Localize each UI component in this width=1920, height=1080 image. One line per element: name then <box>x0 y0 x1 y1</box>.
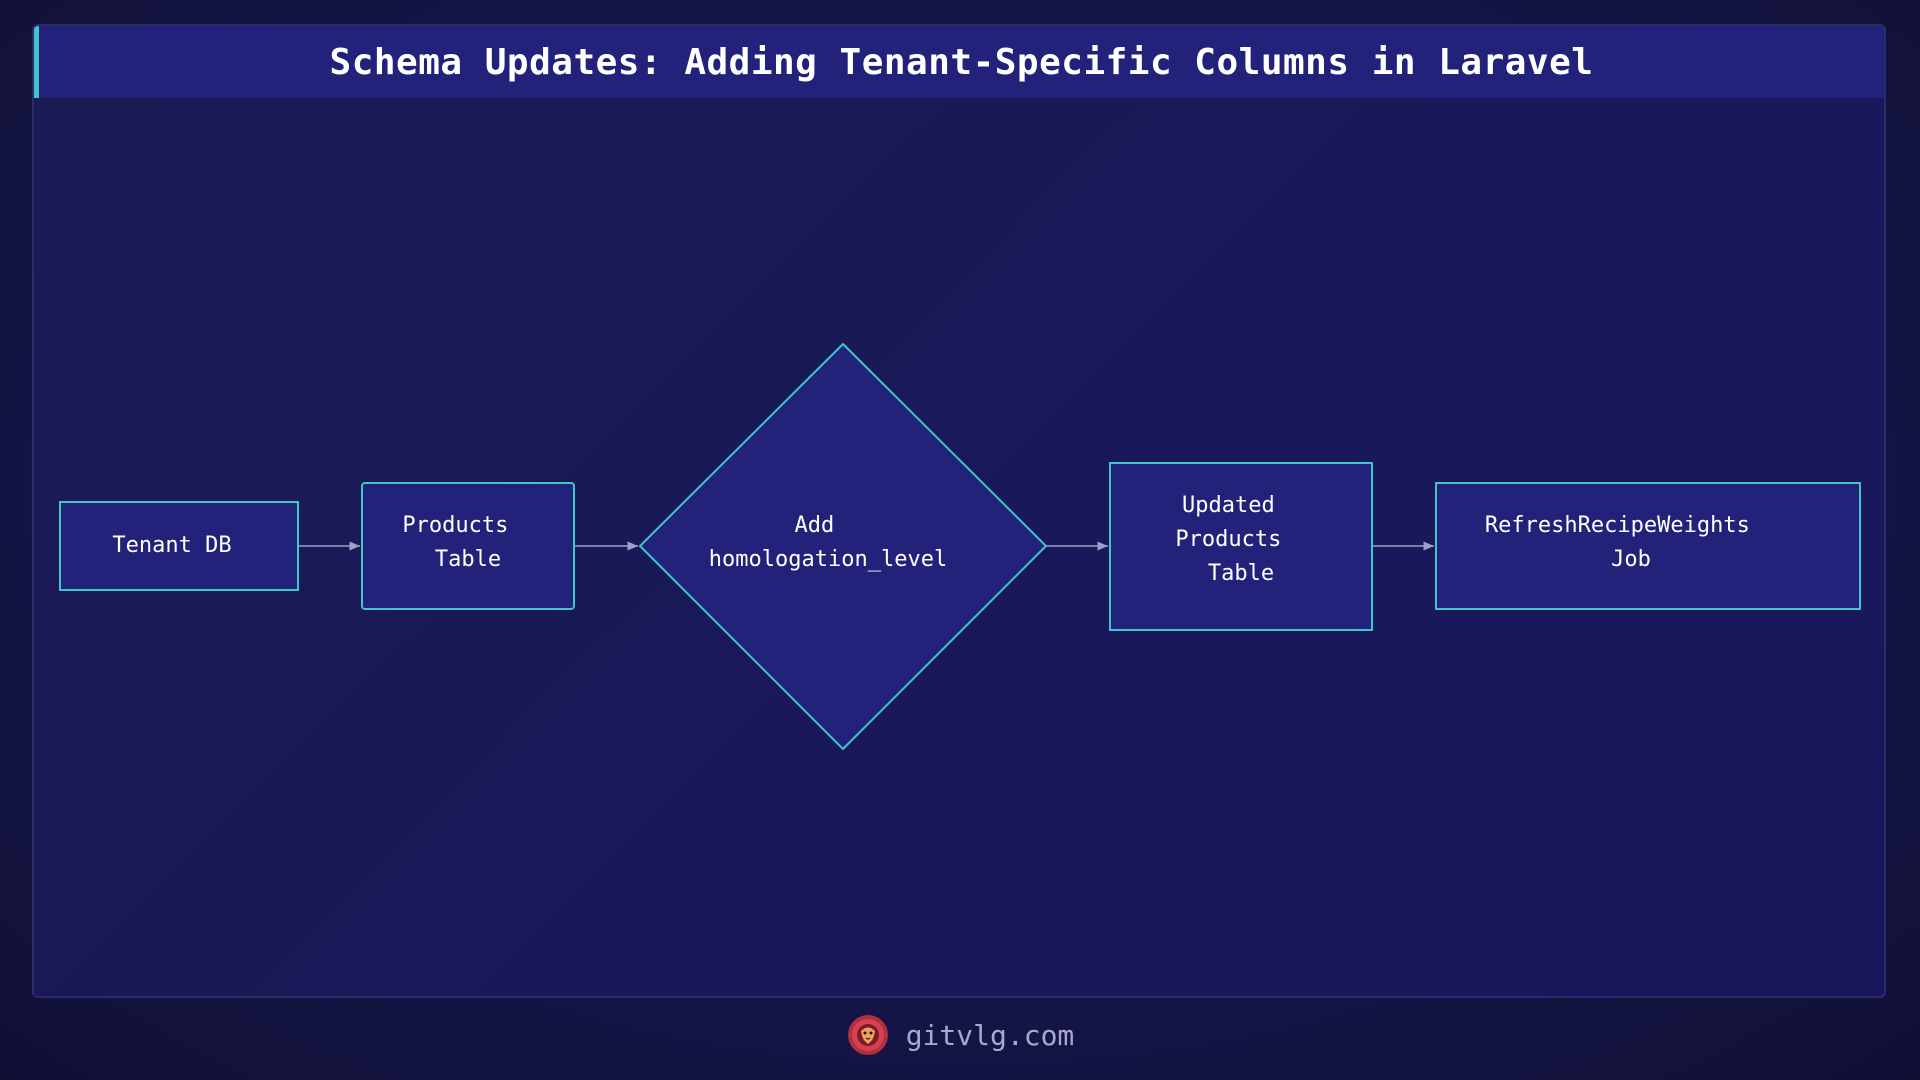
node-updated-products-table-line-3: Table <box>1208 561 1274 586</box>
node-refresh-recipe-weights-job: RefreshRecipeWeights Job <box>1435 482 1861 610</box>
svg-text:Updated Products: Updated Products Table <box>1175 493 1294 586</box>
node-updated-products-table-line-1: Updated <box>1182 493 1275 518</box>
node-updated-products-table-line-2: Products <box>1175 527 1281 552</box>
node-refresh-job-line-2: Job <box>1611 547 1651 572</box>
node-products-table-line-1: Products <box>402 513 508 538</box>
node-add-homologation-level: Add homologation_level <box>638 342 1048 751</box>
svg-text:Tenant DB: Tenant DB <box>112 533 231 558</box>
svg-text:Products Table: Products Table <box>402 513 521 572</box>
page-title: Schema Updates: Adding Tenant-Specific C… <box>329 41 1594 83</box>
svg-text:Add homologation_level: Add homologation_level <box>709 513 947 572</box>
node-add-column-line-2: homologation_level <box>709 547 947 572</box>
svg-text:RefreshRecipeWeights J: RefreshRecipeWeights Job <box>1485 513 1763 572</box>
node-tenant-db: Tenant DB <box>59 501 299 591</box>
footer-brand-link[interactable]: gitvlg.com <box>905 1018 1075 1052</box>
header-bar: Schema Updates: Adding Tenant-Specific C… <box>34 26 1884 98</box>
node-updated-products-table: Updated Products Table <box>1109 462 1373 631</box>
node-tenant-db-label: Tenant DB <box>112 533 231 558</box>
node-products-table: Products Table <box>361 482 575 610</box>
lion-icon <box>847 1015 888 1055</box>
node-refresh-job-line-1: RefreshRecipeWeights <box>1485 513 1750 538</box>
footer: gitvlg.com <box>0 1010 1920 1060</box>
node-products-table-line-2: Table <box>435 547 501 572</box>
node-add-column-line-1: Add <box>795 513 835 538</box>
